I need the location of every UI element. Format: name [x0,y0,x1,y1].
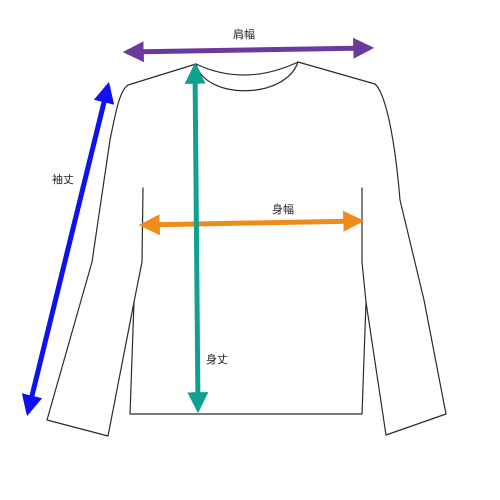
sleeve-length-label: 袖丈 [52,173,74,186]
chest-width-label: 身幅 [272,203,294,216]
sweater-outline [46,61,447,437]
shoulder-width-arrow [122,37,375,63]
body-length-label: 身丈 [206,353,228,366]
shoulder-width-label: 肩幅 [233,28,255,41]
neck-rib [195,61,299,76]
body-length-arrow [184,62,209,414]
left-sleeve-seam [133,187,144,303]
body-outline [46,61,447,437]
chest-width-arrow [138,210,365,236]
right-sleeve-seam [361,187,367,303]
sleeve-length-arrow [21,81,115,417]
